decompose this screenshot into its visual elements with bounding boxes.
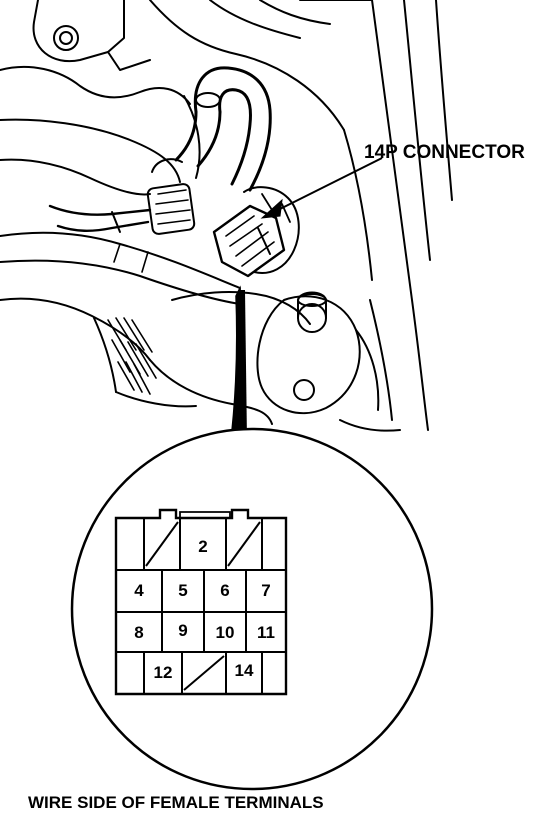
pin-label: 8: [134, 623, 143, 642]
callout-leader: [269, 157, 383, 215]
pin-label: 5: [178, 581, 187, 600]
callout-arrowhead: [260, 198, 283, 219]
magnified-view-circle: [70, 427, 434, 791]
empty-cavity-1: [145, 521, 179, 567]
leader-line: [239, 289, 247, 441]
connector-face: [114, 508, 288, 696]
pin-label: 14: [235, 661, 254, 680]
pin-label: 4: [134, 581, 144, 600]
engine-bay-illustration: [0, 0, 453, 432]
empty-cavity-13: [183, 655, 225, 691]
pin-label: 12: [154, 663, 173, 682]
pin-label: 7: [261, 581, 270, 600]
pin-label: 9: [178, 621, 187, 640]
pin-label: 10: [216, 623, 235, 642]
pin-label: 11: [257, 623, 275, 642]
connector-housing: [114, 508, 288, 696]
connector-callout-label: 14P CONNECTOR: [364, 142, 525, 163]
figure-caption: WIRE SIDE OF FEMALE TERMINALS: [28, 793, 324, 812]
pin-labels: 2 4 5 6 7 8 9 10 11 12 14: [134, 537, 275, 682]
empty-cavity-3: [227, 521, 261, 567]
locking-tab: [179, 511, 231, 518]
pin-label: 6: [220, 581, 229, 600]
pin-label: 2: [198, 537, 207, 556]
